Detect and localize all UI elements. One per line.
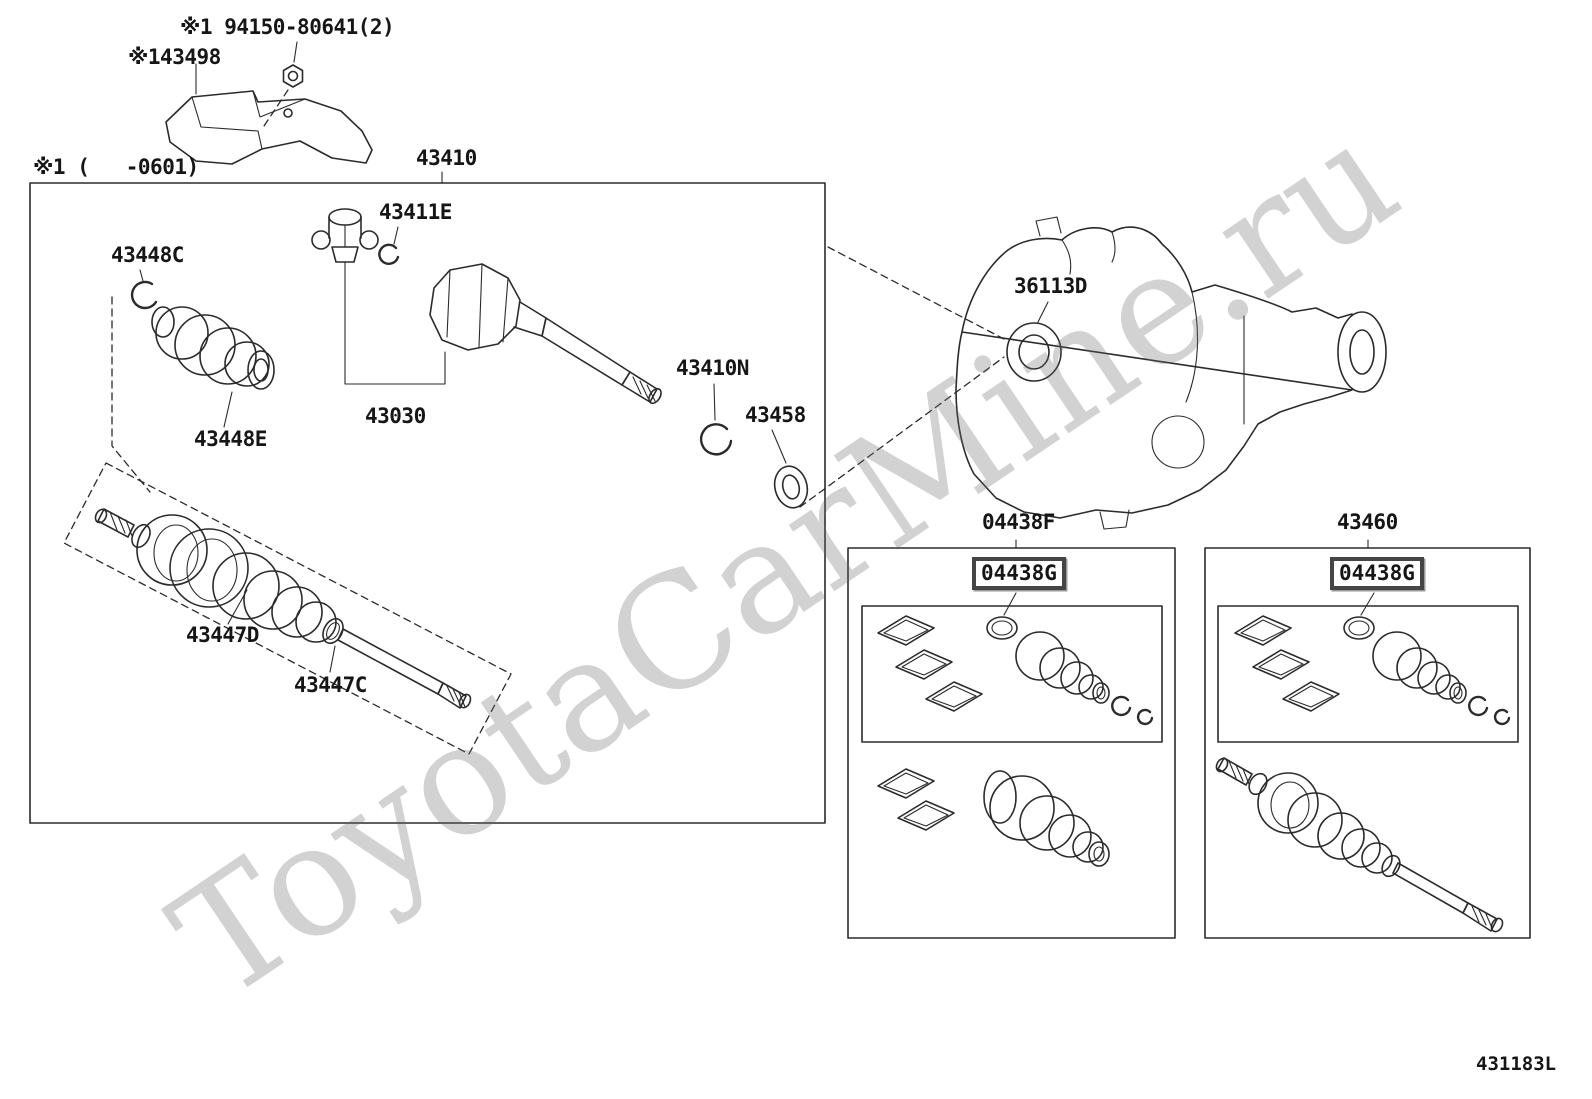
leader-43447c <box>329 645 336 673</box>
callout-43410n: 43410N <box>676 356 749 380</box>
shaft-box-43460 <box>1204 547 1531 939</box>
leader-bolt-note <box>293 41 298 63</box>
tripod-joint-drawing <box>311 208 379 263</box>
callout-43447c: 43447C <box>294 673 367 697</box>
snap-ring-43410n-drawing <box>699 423 733 456</box>
leader-43447d <box>227 589 248 625</box>
inner-boot-drawing <box>130 280 275 390</box>
leader-36113d <box>1037 301 1049 323</box>
heat-shield-drawing <box>165 90 373 165</box>
dash-to-diff-bottom <box>799 356 1005 508</box>
callout-43030: 43030 <box>365 404 426 428</box>
differential-drawing <box>955 216 1387 530</box>
leader-43411e <box>393 226 399 245</box>
bracket-43030 <box>344 261 446 385</box>
leader-43458 <box>771 429 787 464</box>
oil-deflector-drawing <box>773 465 809 509</box>
main-assembly-box <box>29 182 826 824</box>
callout-applicability: ※1 ( -0601) <box>33 155 199 179</box>
callout-43460: 43460 <box>1337 510 1398 534</box>
callout-43447d: 43447D <box>186 623 259 647</box>
boot-kit-inner-box-04438f <box>861 605 1163 743</box>
callout-heat-shield: ※143498 <box>128 45 221 69</box>
boot-kit-contents-04438f-top <box>877 615 1154 726</box>
boot-kit-box-04438f <box>847 547 1176 939</box>
part-tag-04438g-inboard[interactable]: 04438G <box>972 557 1066 591</box>
leader-43448c <box>139 269 144 282</box>
diagram-code: 431183L <box>1476 1053 1557 1075</box>
callout-43458: 43458 <box>745 403 806 427</box>
callout-43411e: 43411E <box>379 200 452 224</box>
callout-36113d: 36113D <box>1014 274 1087 298</box>
leader-43448e <box>223 391 233 428</box>
leader-43410n <box>713 383 716 421</box>
callout-bolt-note: ※1 94150-80641(2) <box>180 15 395 39</box>
callout-43448c: 43448C <box>111 243 184 267</box>
callout-04438f: 04438F <box>982 510 1055 534</box>
callout-43448e: 43448E <box>194 427 267 451</box>
front-drive-shaft-drawing <box>94 508 472 709</box>
leader-04438g-tags <box>1003 592 1375 616</box>
inboard-joint-drawing <box>429 263 662 405</box>
drive-shaft-drawing-43460 <box>1215 757 1504 933</box>
dash-to-diff-top <box>827 246 1005 340</box>
leader-kit-boxes <box>1015 539 1369 549</box>
snap-ring-43411e-drawing <box>378 243 400 265</box>
boot-kit-contents-43460 <box>1234 615 1511 726</box>
dash-boot-group <box>111 296 151 493</box>
nut-drawing <box>282 64 304 88</box>
callout-43410: 43410 <box>416 146 477 170</box>
part-tag-04438g-outboard[interactable]: 04438G <box>1330 557 1424 591</box>
dash-outboard-group <box>63 462 512 755</box>
boot-kit-inner-box-43460 <box>1217 605 1519 743</box>
dash-nut-to-shield <box>263 89 289 127</box>
boot-kit-contents-04438f-bottom <box>877 768 1110 867</box>
